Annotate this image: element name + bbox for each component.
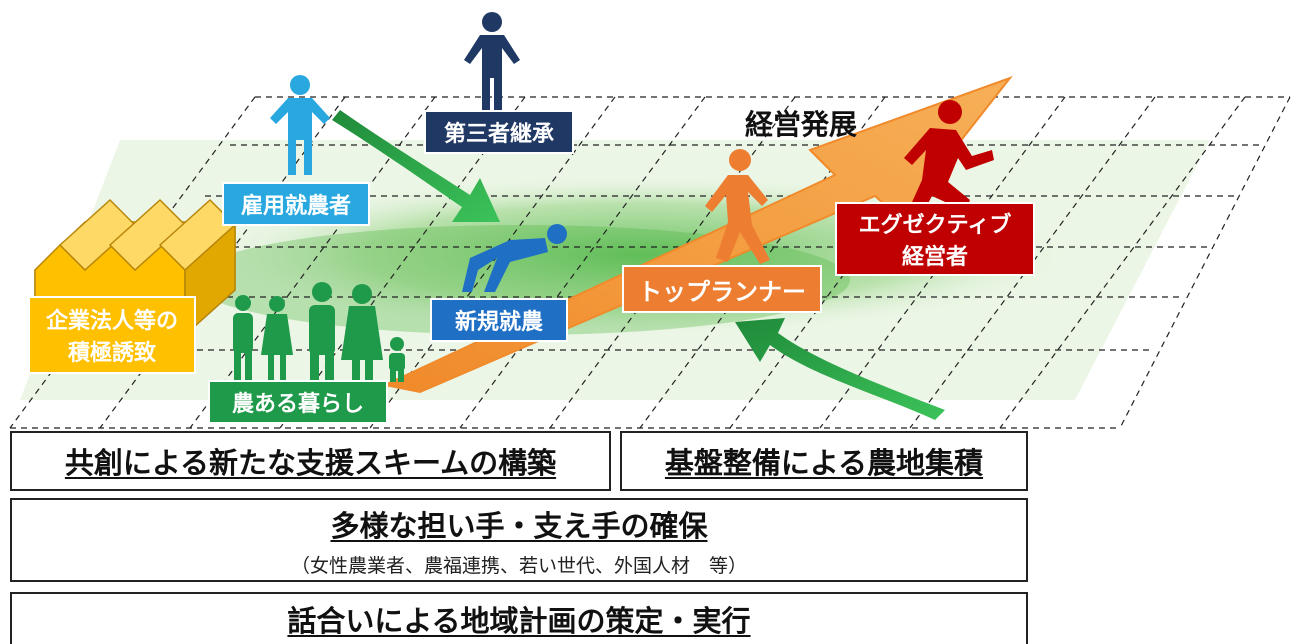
navy-person-icon [464, 12, 520, 110]
farm-life-label: 農ある暮らし [208, 380, 388, 424]
infrastructure-box: 基盤整備による農地集積 [620, 431, 1028, 491]
executive-manager-label: エグゼクティブ 経営者 [835, 202, 1035, 276]
green-arrow-land-consolidation [735, 318, 945, 420]
diverse-workers-box: 多様な担い手・支え手の確保 （女性農業者、農福連携、若い世代、外国人材 等） [10, 498, 1028, 582]
family-icon [233, 282, 405, 382]
top-runner-label: トップランナー [622, 265, 822, 313]
regional-plan-box: 話合いによる地域計画の策定・実行 [10, 592, 1028, 644]
sky-person-icon [270, 75, 330, 175]
walking-person-icon [705, 149, 770, 264]
green-arrow-employed-to-new [332, 110, 500, 222]
cocreation-support-box: 共創による新たな支援スキームの構築 [10, 431, 611, 491]
employed-farmer-label: 雇用就農者 [222, 182, 370, 226]
corporate-attraction-label: 企業法人等の 積極誘致 [28, 296, 196, 374]
management-development-label: 経営発展 [745, 108, 858, 141]
third-party-succession-label: 第三者継承 [424, 110, 574, 154]
crouching-person-icon [462, 224, 567, 292]
new-farmer-label: 新規就農 [430, 298, 568, 342]
